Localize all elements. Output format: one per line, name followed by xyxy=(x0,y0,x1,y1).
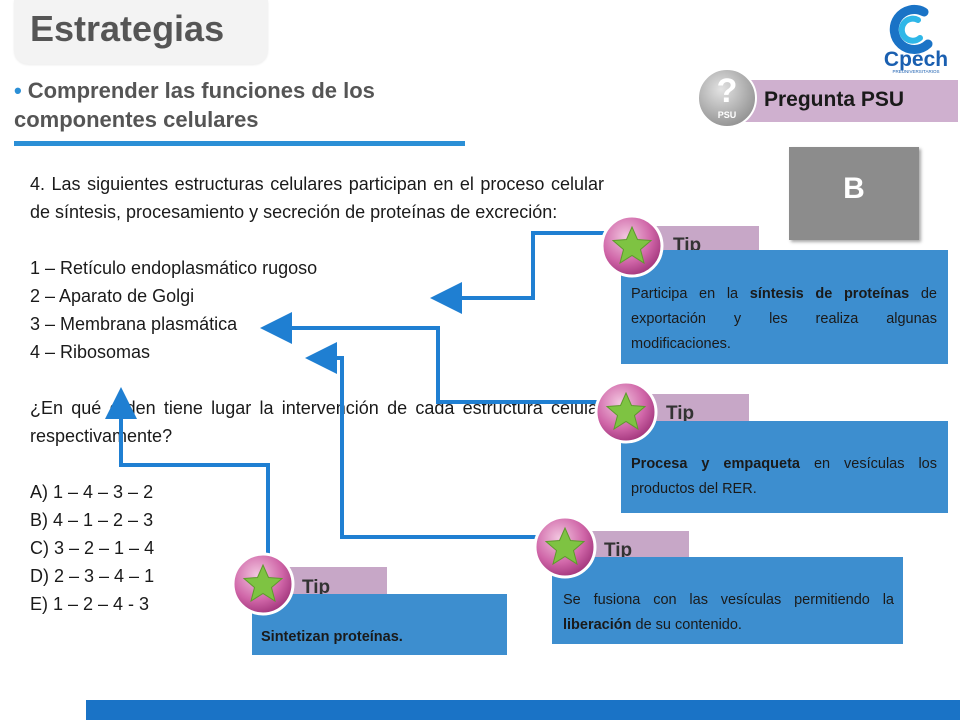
tip-text-part: de exportación y les realiza algunas mod… xyxy=(631,286,937,352)
psu-question-icon: ? PSU xyxy=(697,68,757,128)
tip-label: Tip xyxy=(302,577,331,598)
structure-item: 1 – Retículo endoplasmático rugoso xyxy=(30,258,318,278)
answer-option-c[interactable]: C) 3 – 2 – 1 – 4 xyxy=(30,538,155,558)
tip-text-part: Se fusiona con las vesículas permitiendo… xyxy=(563,592,894,608)
question-stem: 4. Las siguientes estructuras celulares … xyxy=(30,174,604,222)
tip-box-membrane xyxy=(552,557,903,644)
star-icon xyxy=(594,380,658,444)
star-icon xyxy=(600,214,664,278)
logo-c-outer-icon xyxy=(889,4,933,54)
tip-text-part: Participa en la xyxy=(631,286,750,302)
arrow-rer xyxy=(430,231,612,314)
tip-text-bold: Sintetizan proteínas. xyxy=(261,629,403,645)
tip-text-bold: Procesa y empaqueta xyxy=(631,456,800,472)
logo-c-inner-icon xyxy=(898,15,923,44)
psu-label-text: Pregunta PSU xyxy=(764,88,905,111)
answer-option-d[interactable]: D) 2 – 3 – 4 – 1 xyxy=(30,566,155,586)
tip-text-membrane: Se fusiona con las vesículas permitiendo… xyxy=(563,588,894,638)
tip-label: Tip xyxy=(604,540,633,561)
tip-text-part: de su contenido. xyxy=(631,617,742,633)
arrow-ribosomes xyxy=(105,387,270,560)
answer-option-b[interactable]: B) 4 – 1 – 2 – 3 xyxy=(30,510,154,530)
psu-question-glyph: ? xyxy=(717,72,738,110)
structure-item: 2 – Aparato de Golgi xyxy=(30,286,195,306)
tip-text-bold: liberación xyxy=(563,617,632,633)
cpech-logo: Cpech PREUNIVERSITARIOS xyxy=(884,4,948,74)
tip-box-golgi xyxy=(621,421,948,513)
tip-label: Tip xyxy=(666,403,695,424)
logo-text: Cpech xyxy=(884,48,948,71)
tip-box-rer xyxy=(621,250,948,364)
psu-banner xyxy=(742,80,958,122)
tip-text-golgi: Procesa y empaqueta en vesículas los pro… xyxy=(631,452,937,502)
arrow-golgi xyxy=(260,312,612,404)
answer-option-a[interactable]: A) 1 – 4 – 3 – 2 xyxy=(30,482,154,502)
title-panel xyxy=(14,0,268,64)
answer-letter: B xyxy=(843,172,865,205)
arrow-membrane xyxy=(305,342,546,539)
tip-box-ribosomes xyxy=(252,594,507,655)
tip-text-ribosomes: Sintetizan proteínas. xyxy=(261,625,501,650)
answer-option-e[interactable]: E) 1 – 2 – 4 - 3 xyxy=(30,594,150,614)
subtitle-text: Comprender las funciones de los componen… xyxy=(14,78,375,132)
star-icon xyxy=(231,552,295,616)
star-icon xyxy=(533,515,597,579)
tip-text-rer: Participa en la síntesis de proteínas de… xyxy=(631,282,937,357)
subtitle-underline xyxy=(14,141,465,146)
logo-subtext: PREUNIVERSITARIOS xyxy=(893,69,940,74)
structure-item: 4 – Ribosomas xyxy=(30,342,151,362)
answer-box xyxy=(789,147,919,240)
structure-item: 3 – Membrana plasmática xyxy=(30,314,238,334)
psu-icon-text: PSU xyxy=(718,110,737,120)
bullet-icon: • xyxy=(14,78,22,103)
tip-text-part: en vesículas los productos del RER. xyxy=(631,456,937,497)
question-block: 4. Las siguientes estructuras celulares … xyxy=(30,170,604,618)
page-title: Estrategias xyxy=(30,8,225,49)
psu-label: Pregunta PSU xyxy=(764,88,904,112)
subtitle: •Comprender las funciones de los compone… xyxy=(14,76,474,134)
footer-bar xyxy=(86,700,960,720)
tip-text-bold: síntesis de proteínas xyxy=(749,286,910,302)
